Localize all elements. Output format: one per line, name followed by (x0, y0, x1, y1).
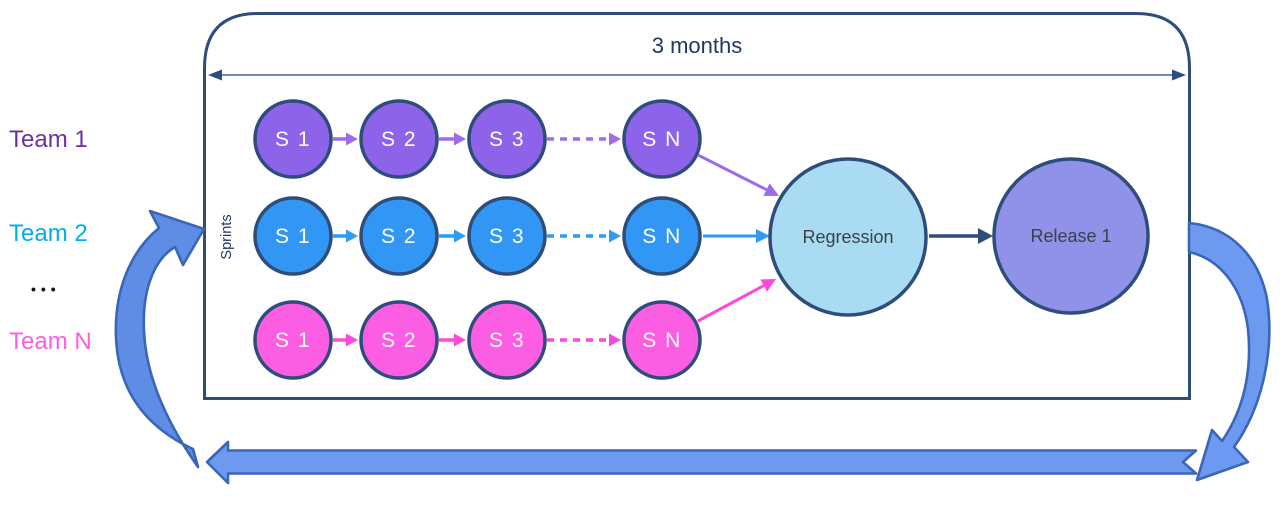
sprint-circle-label: S 2 (381, 225, 417, 248)
arrowhead-left-icon (208, 69, 222, 81)
sprint-row: S 1 S 2 S 3 S N (253, 99, 702, 179)
sprint-flow-arrow-head-icon (609, 333, 621, 347)
sprint-circle-label: S 2 (381, 329, 417, 352)
sprint-circle-label: S 1 (275, 329, 311, 352)
sprint-row: S 1 S 2 S 3 S N (253, 300, 702, 380)
sprint-circle (253, 99, 333, 179)
sprint-flow-arrow-head-icon (346, 132, 358, 146)
regression-circle (768, 157, 928, 317)
more-teams-ellipsis: ••• (31, 281, 61, 297)
sprint-circle (467, 300, 547, 380)
sprints-axis-label: Sprints (219, 214, 235, 259)
sprint-circle (467, 196, 547, 276)
sprint-flow-arrow-head-icon (609, 132, 621, 146)
sprint-circle (359, 196, 439, 276)
sprint-circle-label: S 1 (275, 128, 311, 151)
sprint-circle-label: S 1 (275, 225, 311, 248)
sprint-circle (622, 300, 702, 380)
duration-label: 3 months (652, 33, 743, 58)
regression-to-release-arrow (929, 228, 993, 244)
sprint-circle-label: S N (642, 329, 682, 352)
sprint-circle (253, 300, 333, 380)
sprint-rows: S 1 S 2 S 3 S N S 1 S 2 S 3 S N S 1 S 2 S 3 S N (253, 99, 702, 380)
sprint-circle-label: S N (642, 128, 682, 151)
sprint-circle-label: S 3 (489, 128, 525, 151)
sprint-flow-arrow-head-icon (346, 333, 358, 347)
sprint-flow-arrow-head-icon (609, 229, 621, 243)
timeline-box (203, 12, 1191, 400)
sprint-circle (467, 99, 547, 179)
convergence-arrow-line (697, 153, 768, 192)
sprint-circle (359, 300, 439, 380)
feedback-loop-left-arrow (114, 209, 206, 469)
convergence-arrow-head-icon (756, 229, 770, 243)
sprint-circle (253, 196, 333, 276)
arrowhead-right-icon (1172, 69, 1186, 81)
sprint-flow-arrow-head-icon (454, 229, 466, 243)
sprint-circle-label: S N (642, 225, 682, 248)
sprint-flow-arrow-head-icon (346, 229, 358, 243)
regression-release-arrow-head-icon (978, 228, 993, 244)
sprint-row: S 1 S 2 S 3 S N (253, 196, 702, 276)
feedback-loop-bottom-arrow (205, 440, 1198, 485)
sprint-circle-label: S 2 (381, 128, 417, 151)
sprint-flow-arrow-head-icon (454, 333, 466, 347)
sprint-flow-arrow-head-icon (454, 132, 466, 146)
team-1-label: Team 1 (9, 126, 88, 153)
team-n-label: Team N (9, 328, 92, 355)
duration-measure-arrow (208, 69, 1186, 81)
convergence-arrow-head-icon (763, 183, 779, 196)
sprint-circle (359, 99, 439, 179)
convergence-arrows (697, 153, 779, 323)
release-label: Release 1 (1030, 226, 1111, 246)
convergence-arrow-line (697, 284, 765, 323)
sprint-circle (622, 196, 702, 276)
sprint-circle-label: S 3 (489, 225, 525, 248)
convergence-arrow-head-icon (760, 279, 776, 292)
regression-label: Regression (802, 227, 893, 247)
sprint-circle (622, 99, 702, 179)
sprint-circle-label: S 3 (489, 329, 525, 352)
team-2-label: Team 2 (9, 220, 88, 247)
feedback-loop-right-arrow (1187, 221, 1271, 482)
release-circle (992, 157, 1150, 315)
